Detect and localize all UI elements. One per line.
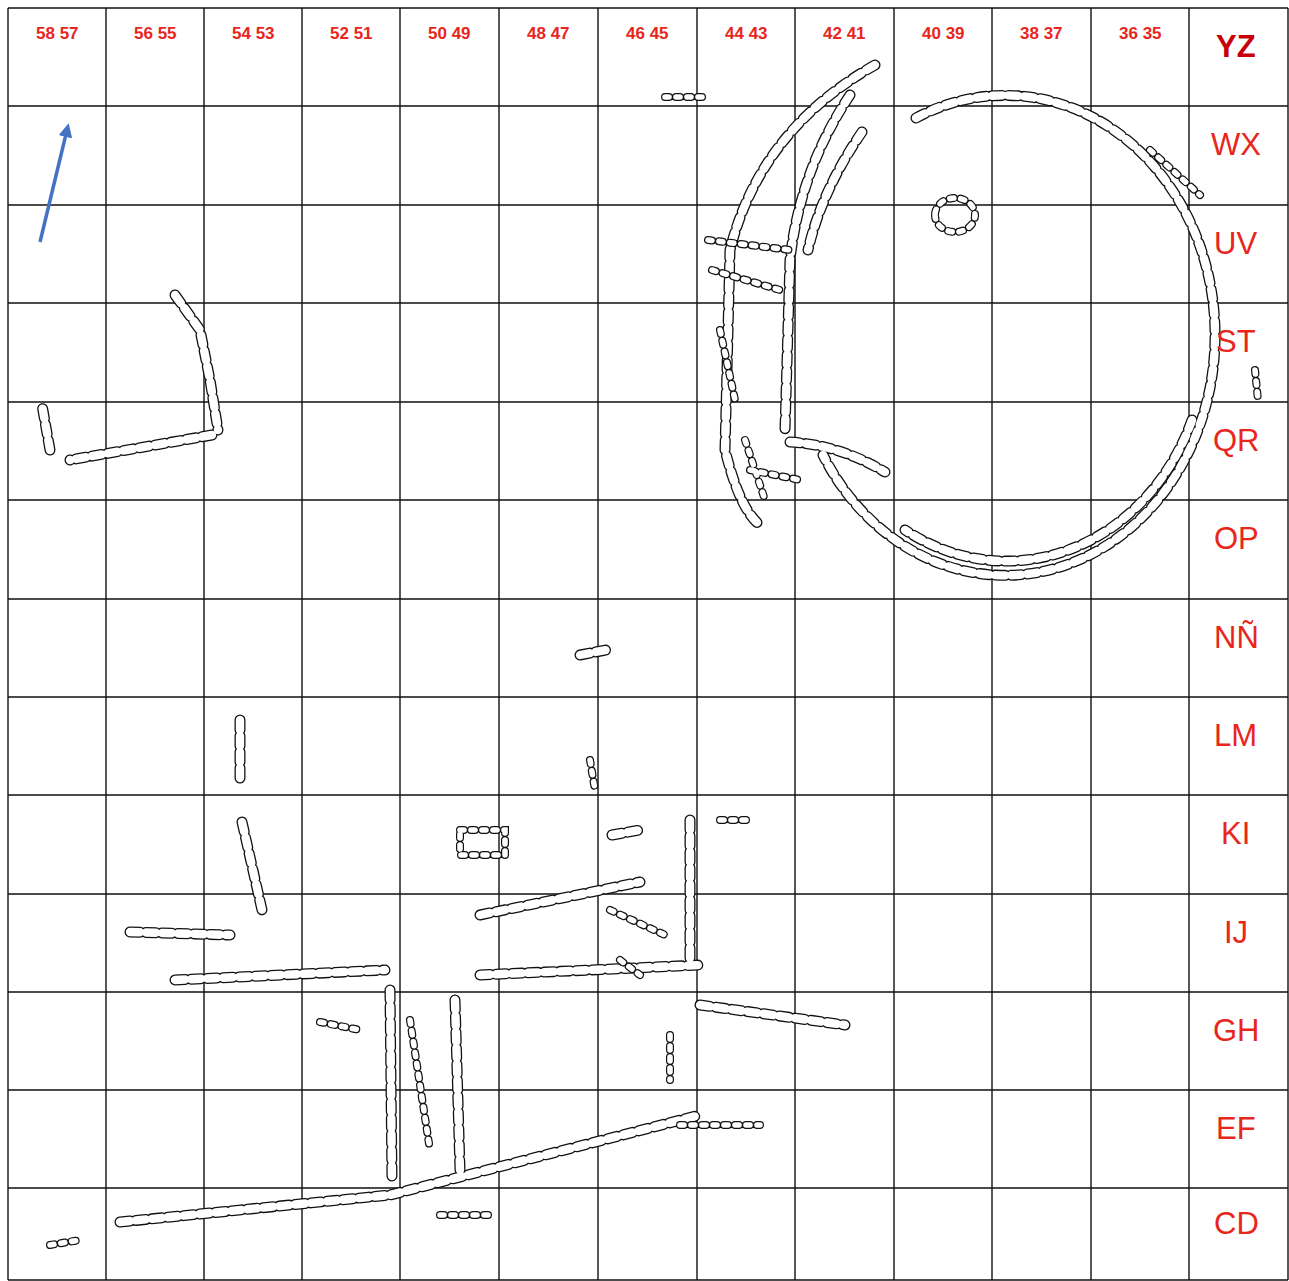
row-label: CD xyxy=(1214,1208,1259,1239)
column-label: 48 47 xyxy=(527,25,570,42)
column-label: 38 37 xyxy=(1020,25,1063,42)
column-label: 58 57 xyxy=(36,25,79,42)
row-label: EF xyxy=(1216,1113,1256,1144)
row-label: WX xyxy=(1211,129,1261,160)
row-label: YZ xyxy=(1216,31,1256,62)
column-label: 56 55 xyxy=(134,25,177,42)
column-label: 40 39 xyxy=(922,25,965,42)
column-label: 46 45 xyxy=(626,25,669,42)
grid xyxy=(8,8,1288,1280)
rubble-fill xyxy=(50,97,1258,1245)
column-label: 50 49 xyxy=(428,25,471,42)
row-label: LM xyxy=(1214,720,1257,751)
north-arrow xyxy=(40,130,67,242)
row-label: OP xyxy=(1214,523,1259,554)
column-label: 54 53 xyxy=(232,25,275,42)
rubble xyxy=(50,97,1258,1245)
stone-wall xyxy=(42,65,1215,1222)
row-label: ST xyxy=(1216,326,1256,357)
stone-fill xyxy=(42,65,1215,1222)
row-label: GH xyxy=(1213,1015,1260,1046)
row-label: UV xyxy=(1214,228,1257,259)
row-label: IJ xyxy=(1224,917,1248,948)
column-label: 44 43 xyxy=(725,25,768,42)
column-label: 42 41 xyxy=(823,25,866,42)
row-label: NÑ xyxy=(1214,622,1259,653)
row-label: KI xyxy=(1221,818,1250,849)
column-label: 52 51 xyxy=(330,25,373,42)
column-label: 36 35 xyxy=(1119,25,1162,42)
row-label: QR xyxy=(1213,425,1260,456)
